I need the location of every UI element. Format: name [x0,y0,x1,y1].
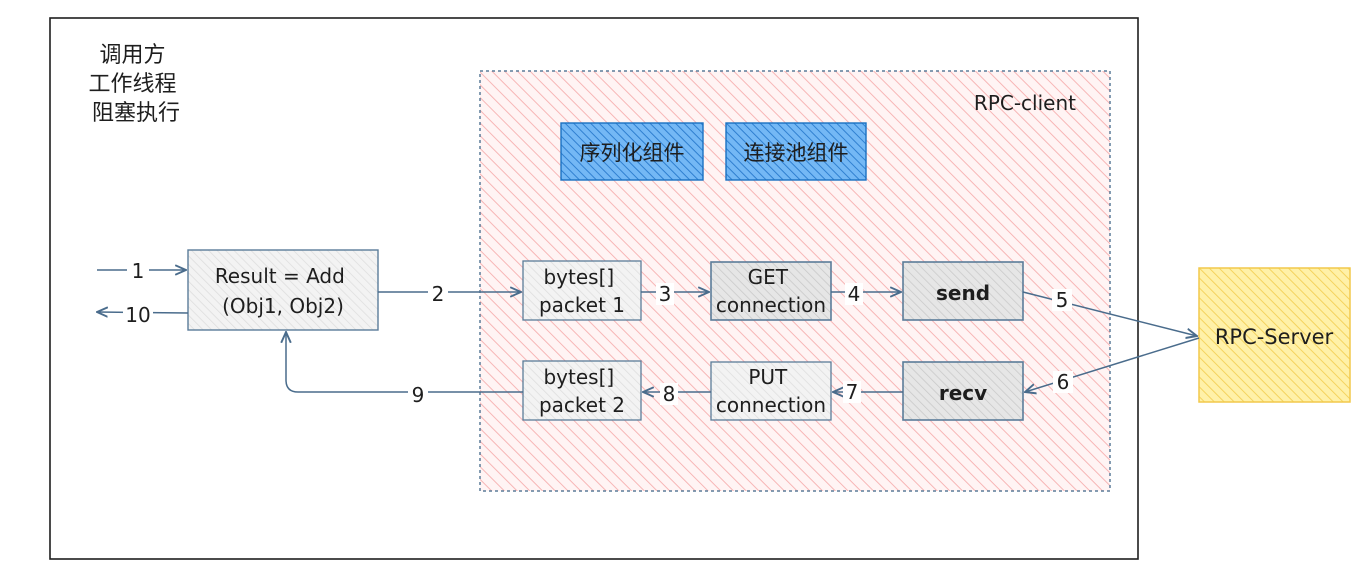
result-node [187,249,379,331]
caller-line-1: 调用方 [99,43,165,68]
packet2-line-2: packet 2 [539,393,625,417]
packet2-line-1: bytes[] [543,365,614,389]
putconn-node-label: PUT connection [716,365,826,417]
recv-node-label: recv [939,381,987,405]
getconn-node [710,261,832,321]
putconn-line-1: PUT [748,365,788,389]
edge-label-5: 5 [1056,288,1069,312]
rpc-client-label: RPC-client [974,91,1076,115]
edge-label-8: 8 [663,382,676,406]
result-line-1: Result = Add [215,264,345,288]
packet1-line-2: packet 1 [539,293,625,317]
edge-label-group: 1 10 2 3 4 5 6 7 8 9 [123,259,1073,407]
packet2-node-label: bytes[] packet 2 [539,365,625,417]
edge-label-10: 10 [125,303,150,327]
putconn-line-2: connection [716,393,826,417]
send-node-label: send [936,281,990,305]
getconn-line-2: connection [716,293,826,317]
getconn-node-label: GET connection [716,265,826,317]
rpc-server-label: RPC-Server [1215,325,1334,349]
edge-label-1: 1 [132,259,145,283]
serializer-component-label: 序列化组件 [580,141,685,165]
edge-label-4: 4 [848,282,861,306]
pool-component-label: 连接池组件 [744,141,849,165]
getconn-line-1: GET [748,265,789,289]
edge-label-6: 6 [1057,370,1070,394]
putconn-node [710,361,832,421]
result-node-label: Result = Add (Obj1, Obj2) [215,264,351,318]
rpc-server-node [1198,267,1351,403]
send-node [902,261,1024,321]
packet1-node [522,260,642,321]
result-line-2: (Obj1, Obj2) [222,294,344,318]
caller-line-3: 阻塞执行 [92,101,180,126]
packet2-node [522,360,642,421]
caller-line-2: 工作线程 [88,72,176,97]
edge-label-3: 3 [659,282,672,306]
packet1-node-label: bytes[] packet 1 [539,265,625,317]
packet1-line-1: bytes[] [543,265,614,289]
serializer-component-box [560,122,704,181]
caller-label: 调用方 工作线程 阻塞执行 [88,43,183,126]
pool-component-box [725,122,867,181]
edge-9 [286,332,523,393]
edge-label-2: 2 [432,282,445,306]
edge-label-9: 9 [412,383,425,407]
edge-label-7: 7 [846,380,859,404]
